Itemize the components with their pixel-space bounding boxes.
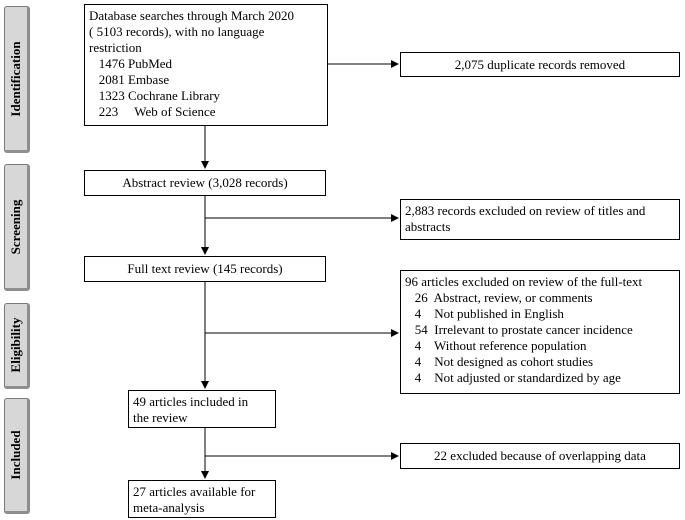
meta-analysis-box: 27 articles available for meta-analysis [128, 480, 276, 518]
excluded-fulltext-line: 4 Without reference population [405, 338, 587, 353]
duplicates-removed-text: 2,075 duplicate records removed [454, 56, 626, 72]
excluded-fulltext-line: 26 Abstract, review, or comments [405, 290, 593, 305]
database-search-line: 223 Web of Science [89, 104, 216, 119]
excluded-titles-box: 2,883 records excluded on review of titl… [400, 199, 680, 240]
meta-analysis-line: 27 articles available for [133, 484, 256, 499]
stage-screening: Screening [4, 164, 30, 291]
abstract-review-text: Abstract review (3,028 records) [122, 175, 288, 190]
database-search-line: 1323 Cochrane Library [89, 88, 221, 103]
excluded-titles-line: 2,883 records excluded on review of titl… [405, 203, 646, 218]
full-text-review-box: Full text review (145 records) [84, 256, 326, 282]
excluded-fulltext-line: 4 Not adjusted or standardized by age [405, 370, 621, 385]
stage-eligibility: Eligibility [4, 303, 30, 389]
duplicates-removed-box: 2,075 duplicate records removed [400, 52, 680, 77]
full-text-review-text: Full text review (145 records) [127, 261, 283, 276]
abstract-review-box: Abstract review (3,028 records) [84, 170, 326, 196]
excluded-overlap-text: 22 excluded because of overlapping data [434, 448, 646, 463]
excluded-overlap-box: 22 excluded because of overlapping data [400, 443, 680, 469]
excluded-fulltext-line: 4 Not published in English [405, 306, 564, 321]
excluded-titles-line: abstracts [405, 219, 451, 234]
excluded-fulltext-line: 54 Irrelevant to prostate cancer inciden… [405, 322, 633, 337]
excluded-fulltext-box: 96 articles excluded on review of the fu… [400, 270, 680, 394]
database-search-box: Database searches through March 2020 ( 5… [84, 4, 328, 126]
included-review-box: 49 articles included in the review [128, 390, 276, 428]
database-search-line: 2081 Embase [89, 72, 170, 87]
database-search-line: 1476 PubMed [89, 56, 173, 71]
excluded-fulltext-line: 4 Not designed as cohort studies [405, 354, 594, 369]
database-search-line: restriction [89, 40, 142, 55]
excluded-fulltext-line: 96 articles excluded on review of the fu… [405, 274, 643, 289]
meta-analysis-line: meta-analysis [133, 500, 205, 515]
database-search-line: ( 5103 records), with no language [89, 24, 265, 39]
database-search-line: Database searches through March 2020 [89, 8, 295, 23]
stage-included: Included [4, 398, 30, 514]
included-review-line: 49 articles included in [133, 394, 249, 409]
included-review-line: the review [133, 410, 188, 425]
stage-identification: Identification [4, 6, 30, 153]
